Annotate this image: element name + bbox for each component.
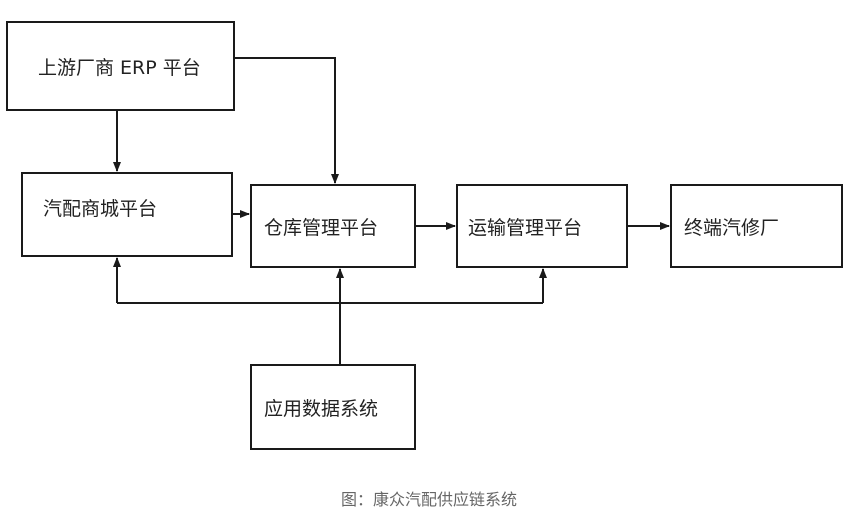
- node-upstream-erp: 上游厂商 ERP 平台: [6, 21, 235, 111]
- node-label: 运输管理平台: [468, 216, 583, 239]
- node-label: 上游厂商 ERP 平台: [38, 56, 201, 79]
- node-label: 终端汽修厂: [684, 216, 780, 239]
- arrow-erp-to-wms: [235, 57, 339, 184]
- node-parts-mall: 汽配商城平台: [21, 172, 233, 257]
- node-transport-management: 运输管理平台: [456, 184, 628, 268]
- node-application-data: 应用数据系统: [250, 364, 416, 450]
- node-label: 汽配商城平台: [43, 198, 158, 220]
- node-repair-shop: 终端汽修厂: [670, 184, 843, 268]
- node-label: 仓库管理平台: [264, 216, 379, 239]
- node-label: 应用数据系统: [264, 397, 379, 420]
- node-warehouse-management: 仓库管理平台: [250, 184, 416, 268]
- figure-caption: 图：康众汽配供应链系统: [340, 490, 517, 509]
